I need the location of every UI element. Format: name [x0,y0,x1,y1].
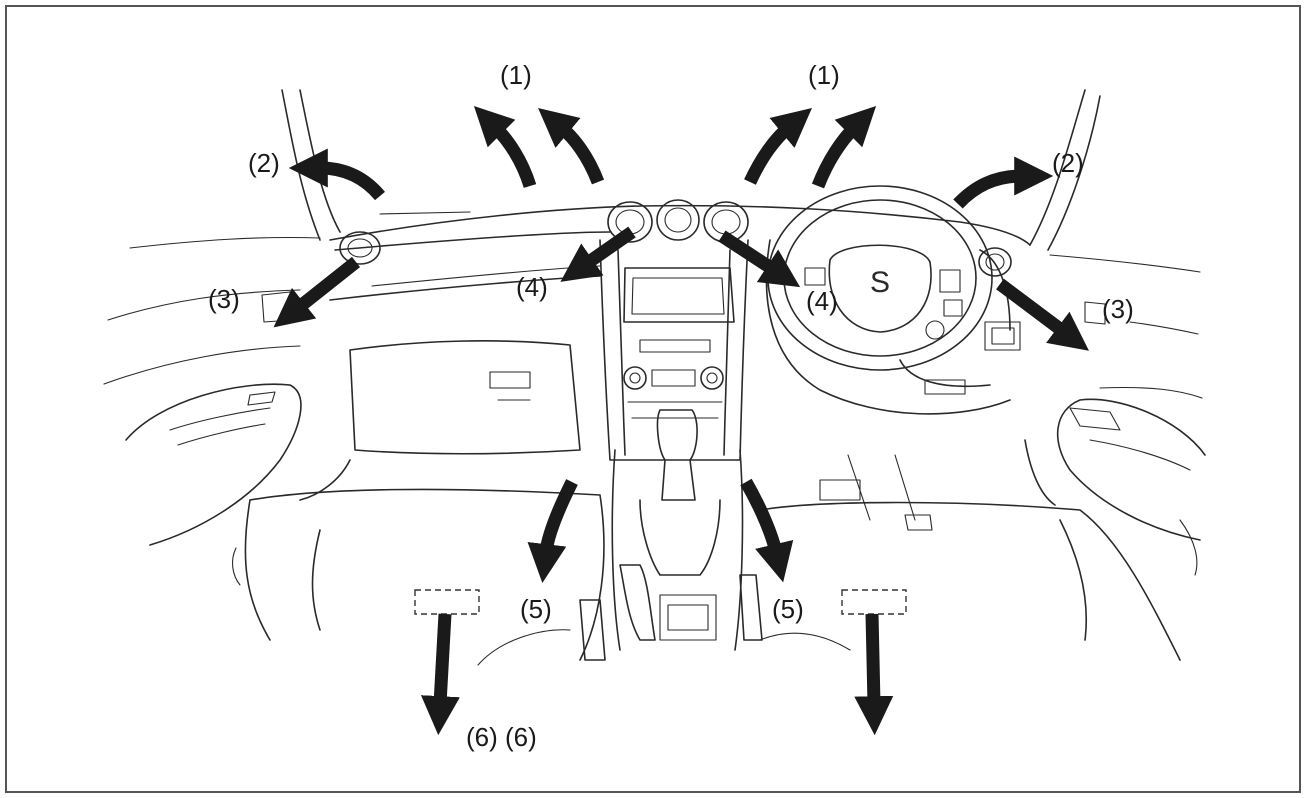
label-1-left: (1) [500,60,532,90]
airflow-arrows [273,105,1089,736]
left-door-panel [125,383,302,546]
label-4-left: (4) [516,272,548,302]
arrow-2-left [288,148,385,201]
dashboard-top [329,204,1031,246]
infotainment-screen [623,267,735,323]
center-console [599,239,749,461]
arrow-3-left [273,256,361,328]
arrow-1-left-a [473,105,537,189]
arrow-5-left [527,479,578,583]
car-interior-drawing: S [103,89,1206,666]
arrow-1-right-a [744,108,812,185]
left-a-pillar [281,89,321,241]
label-6: (6) (6) [466,722,537,752]
gear-shifter [656,409,698,501]
arrow-5-right [740,478,794,583]
center-vent-middle [656,199,700,241]
label-1-right: (1) [808,60,840,90]
callout-labels: (1) (1) (2) (2) (3) (3) (4) (4) (5) (5) … [208,60,1134,752]
label-3-right: (3) [1102,294,1134,324]
label-4-right: (4) [806,286,838,316]
arrow-1-left-b [538,108,605,185]
left-side-vent [339,231,381,265]
steering-wheel-hub [828,244,932,333]
left-foot-vent [414,589,480,615]
suzuki-logo-icon: S [870,266,890,299]
label-3-left: (3) [208,284,240,314]
label-2-left: (2) [248,148,280,178]
label-2-right: (2) [1052,148,1084,178]
right-front-seat [759,501,1181,661]
right-a-pillar [1029,89,1086,246]
arrow-4-right [718,230,801,288]
right-side-vent [978,247,1012,277]
right-door-panel [1056,398,1206,541]
center-vent-left [607,201,653,243]
arrow-6-right [854,613,894,736]
arrow-1-right-b [811,105,877,189]
label-5-left: (5) [520,594,552,624]
arrow-2-right [953,156,1054,209]
arrow-6-left [420,613,460,736]
label-5-right: (5) [772,594,804,624]
arrow-3-right [996,278,1089,351]
glove-box [349,340,581,455]
right-foot-vent [841,589,907,615]
arrow-4-left [560,226,636,282]
